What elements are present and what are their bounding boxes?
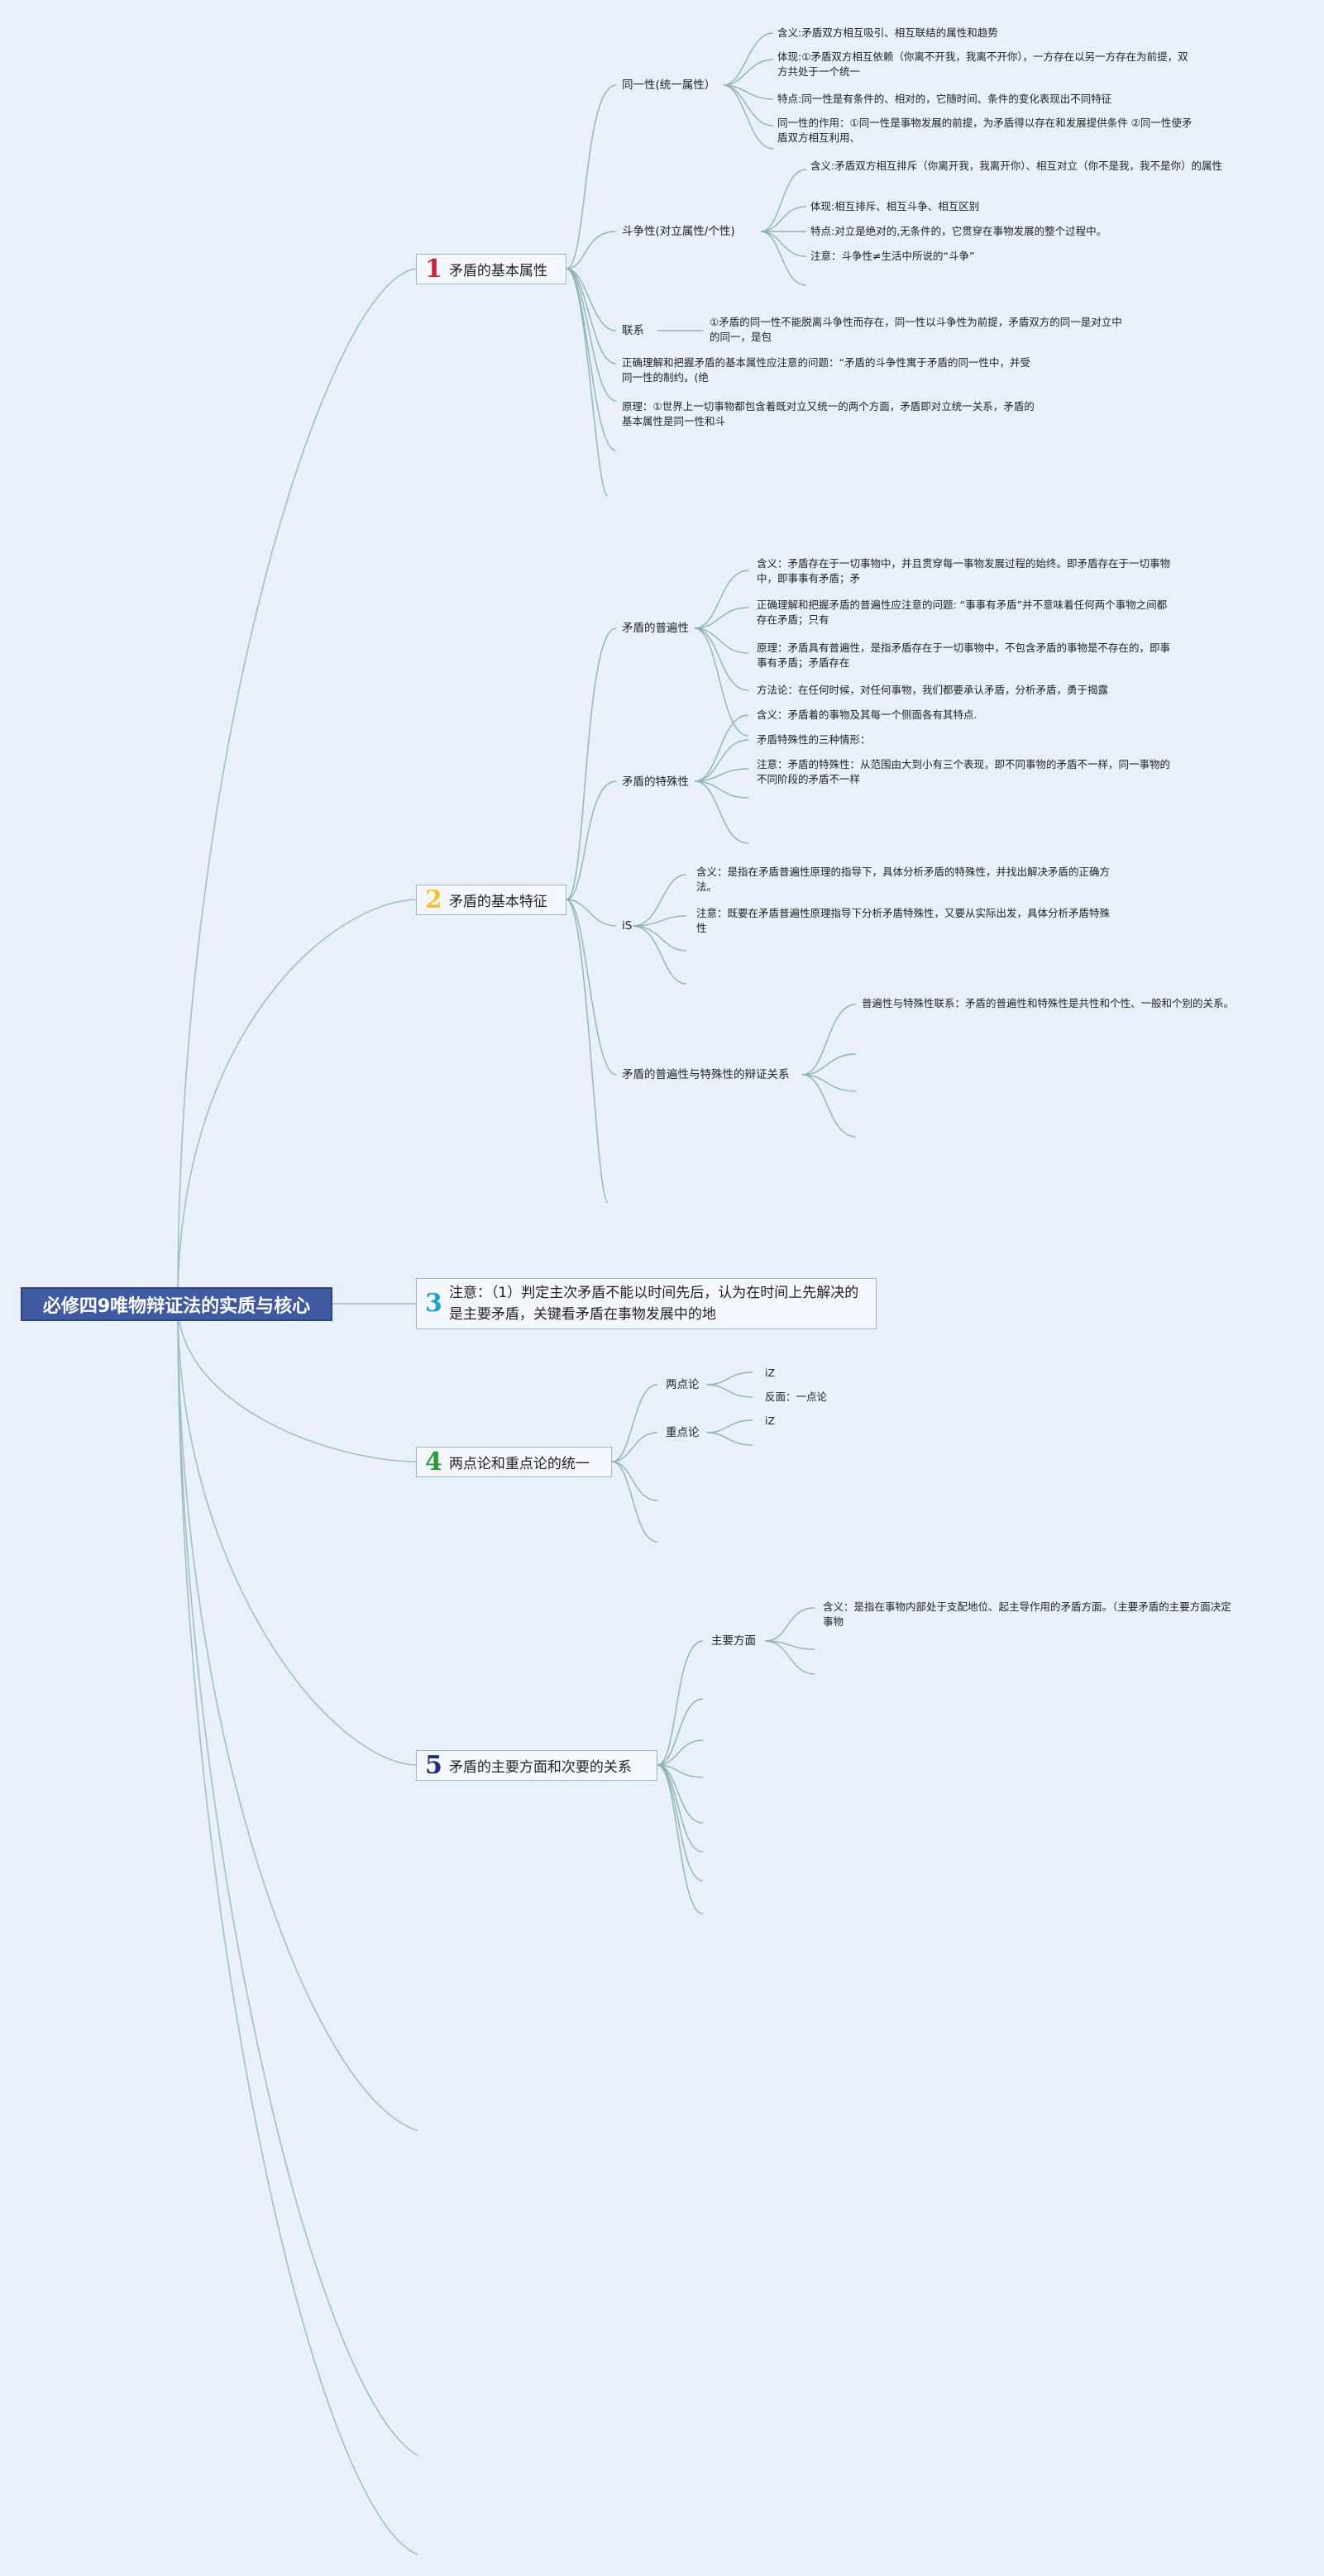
node-struggle[interactable]: 斗争性(对立属性/个性) bbox=[622, 225, 735, 238]
node-dialectic[interactable]: 矛盾的普遍性与特殊性的辩证关系 bbox=[622, 1068, 790, 1081]
node-universality-method[interactable]: 方法论：在任何时候，对任何事物，我们都要承认矛盾，分析矛盾，勇于揭露 bbox=[757, 684, 1109, 696]
node-particularity-cases[interactable]: 矛盾特殊性的三种情形： bbox=[757, 733, 871, 746]
topic-3[interactable]: 3 注意：（1）判定主次矛盾不能以时间先后，认为在时间上先解决的是主要矛盾，关键… bbox=[416, 1278, 877, 1329]
node-identity-manifest[interactable]: 体现:①矛盾双方相互依赖（你离不开我，我离不开你），一方存在以另一方存在为前提，… bbox=[777, 50, 1188, 79]
topic-number-5: 5 bbox=[425, 1750, 442, 1780]
topic-number-2: 2 bbox=[425, 885, 442, 914]
node-two-point-iz[interactable]: iZ bbox=[765, 1367, 776, 1379]
root-title: 必修四9唯物辩证法的实质与核心 bbox=[42, 1295, 311, 1317]
node-particularity-note[interactable]: 注意：矛盾的特殊性：从范围由大到小有三个表现，即不同事物的矛盾不一样，同一事物的… bbox=[757, 758, 1171, 786]
node-particularity[interactable]: 矛盾的特殊性 bbox=[622, 775, 689, 789]
node-attr-correct[interactable]: 正确理解和把握矛盾的基本属性应注意的问题：“矛盾的斗争性寓于矛盾的同一性中，并受… bbox=[622, 356, 1030, 384]
topic-number-4: 4 bbox=[425, 1447, 442, 1476]
node-struggle-note[interactable]: 注意：斗争性≠生活中所说的“斗争” bbox=[810, 250, 975, 262]
node-struggle-manifest[interactable]: 体现:相互排斥、相互斗争、相互区别 bbox=[810, 200, 980, 212]
node-link-detail[interactable]: ①矛盾的同一性不能脱离斗争性而存在，同一性以斗争性为前提，矛盾双方的同一是对立中… bbox=[710, 316, 1122, 344]
topic-1[interactable]: 1 矛盾的基本属性 bbox=[416, 254, 566, 284]
node-two-point-opposite[interactable]: 反面：一点论 bbox=[765, 1391, 828, 1403]
node-attr-principle[interactable]: 原理：①世界上一切事物都包含着既对立又统一的两个方面，矛盾即对立统一关系，矛盾的… bbox=[622, 400, 1035, 428]
topic-2[interactable]: 2 矛盾的基本特征 bbox=[416, 885, 566, 915]
topic-title-5: 矛盾的主要方面和次要的关系 bbox=[448, 1759, 632, 1776]
topic-4[interactable]: 4 两点论和重点论的统一 bbox=[416, 1447, 612, 1477]
topic-title-1: 矛盾的基本属性 bbox=[448, 263, 547, 279]
node-key-point[interactable]: 重点论 bbox=[666, 1426, 700, 1439]
node-dialectic-link[interactable]: 普遍性与特殊性联系：矛盾的普遍性和特殊性是共性和个性、一般和个别的关系。 bbox=[862, 997, 1235, 1009]
node-is[interactable]: iS bbox=[622, 919, 633, 933]
node-struggle-meaning[interactable]: 含义:矛盾双方相互排斥（你离开我，我离开你）、相互对立（你不是我，我不是你）的属… bbox=[810, 160, 1222, 172]
node-particularity-meaning[interactable]: 含义：矛盾着的事物及其每一个侧面各有其特点. bbox=[757, 708, 977, 721]
node-identity-meaning[interactable]: 含义:矛盾双方相互吸引、相互联结的属性和趋势 bbox=[777, 26, 998, 39]
node-two-point[interactable]: 两点论 bbox=[666, 1378, 700, 1391]
topic-title-4: 两点论和重点论的统一 bbox=[448, 1456, 590, 1472]
node-main-aspect-meaning[interactable]: 含义：是指在事物内部处于支配地位、起主导作用的矛盾方面。（主要矛盾的主要方面决定… bbox=[823, 1600, 1231, 1629]
root-topic[interactable]: 必修四9唯物辩证法的实质与核心 bbox=[21, 1287, 332, 1321]
node-link[interactable]: 联系 bbox=[622, 324, 644, 337]
topic-title-2: 矛盾的基本特征 bbox=[448, 894, 547, 910]
node-universality-meaning[interactable]: 含义：矛盾存在于一切事物中，并且贯穿每一事物发展过程的始终。即矛盾存在于一切事物… bbox=[757, 557, 1171, 585]
node-identity-role[interactable]: 同一性的作用：①同一性是事物发展的前提，为矛盾得以存在和发展提供条件 ②同一性使… bbox=[777, 117, 1193, 145]
topic-title-3: 注意：（1）判定主次矛盾不能以时间先后，认为在时间上先解决的是主要矛盾，关键看矛… bbox=[448, 1284, 859, 1323]
node-main-aspect[interactable]: 主要方面 bbox=[711, 1634, 756, 1648]
node-universality[interactable]: 矛盾的普遍性 bbox=[622, 622, 689, 635]
topic-5[interactable]: 5 矛盾的主要方面和次要的关系 bbox=[416, 1750, 657, 1781]
node-universality-correct[interactable]: 正确理解和把握矛盾的普遍性应注意的问题: “事事有矛盾”并不意味着任何两个事物之… bbox=[757, 599, 1168, 627]
node-is-meaning[interactable]: 含义：是指在矛盾普遍性原理的指导下，具体分析矛盾的特殊性，并找出解决矛盾的正确方… bbox=[696, 866, 1111, 894]
topic-number-3: 3 bbox=[425, 1289, 442, 1318]
topic-number-1: 1 bbox=[425, 254, 442, 284]
node-identity-feature[interactable]: 特点:同一性是有条件的、相对的，它随时间、条件的变化表现出不同特征 bbox=[777, 93, 1112, 105]
node-identity[interactable]: 同一性(统一属性） bbox=[622, 79, 716, 92]
node-key-point-iz[interactable]: iZ bbox=[765, 1414, 776, 1427]
node-is-note[interactable]: 注意：既要在矛盾普遍性原理指导下分析矛盾特殊性，又要从实际出发，具体分析矛盾特殊… bbox=[696, 907, 1111, 935]
node-struggle-feature[interactable]: 特点:对立是绝对的,无条件的，它贯穿在事物发展的整个过程中。 bbox=[810, 225, 1107, 237]
node-universality-principle[interactable]: 原理：矛盾具有普遍性，是指矛盾存在于一切事物中，不包含矛盾的事物是不存在的，即事… bbox=[757, 642, 1171, 670]
